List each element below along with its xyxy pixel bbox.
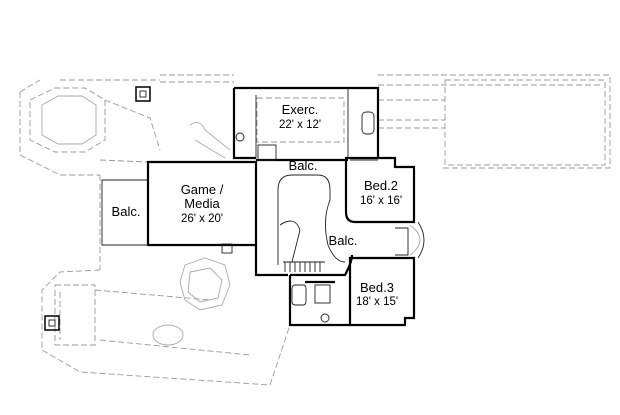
room-size-exercise: 22' x 12' (279, 119, 321, 131)
bath-lower (288, 275, 350, 327)
balcony-left (101, 179, 148, 246)
room-size-bed3: 18' x 15' (356, 296, 398, 308)
central-hall (254, 144, 354, 277)
balcony-label-upper: Balc. (289, 158, 318, 173)
room-size-bed2: 16' x 16' (360, 195, 402, 207)
balcony-label-center: Balc. (329, 233, 358, 248)
room-name-bed3: Bed.3 (360, 280, 394, 295)
room-name-game-line1: Game / (181, 182, 224, 197)
room-exercise (232, 86, 380, 161)
room-name-game-line2: Media (184, 196, 220, 211)
room-name-bed2: Bed.2 (364, 178, 398, 193)
lower-level-outline (19, 74, 611, 386)
room-size-game-media: 26' x 20' (181, 213, 223, 225)
room-name-exercise: Exerc. (282, 102, 319, 117)
room-bed2 (344, 156, 425, 259)
balcony-label-left: Balc. (112, 204, 141, 219)
